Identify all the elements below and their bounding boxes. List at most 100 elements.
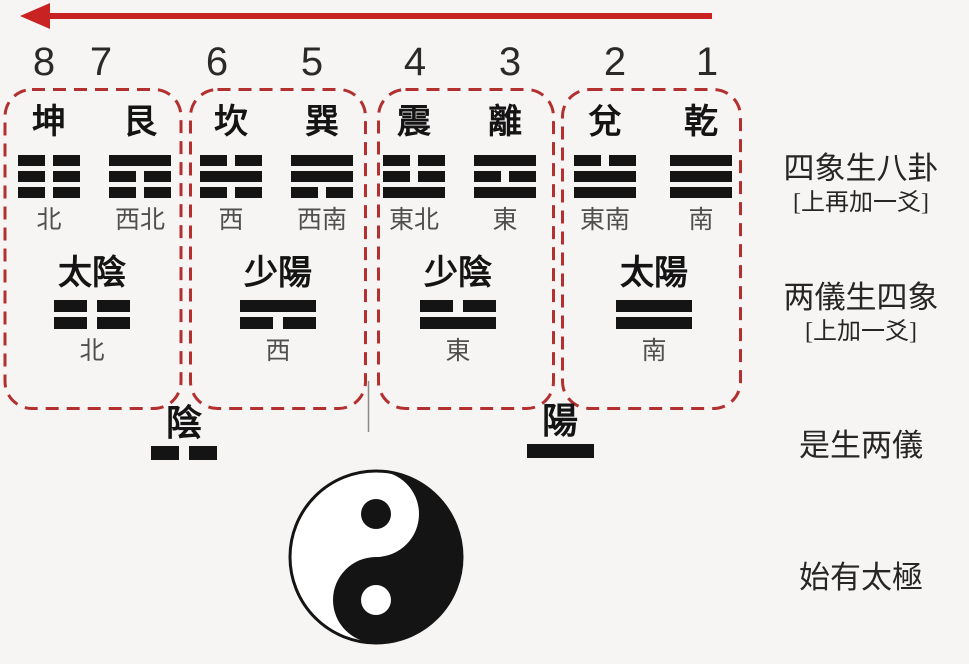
trigram-name: 離: [488, 104, 522, 141]
yin-line: [151, 446, 217, 460]
liangyi-name: 陰: [165, 403, 202, 443]
sequence-number-4: 4: [403, 40, 427, 84]
trigram-lines: [474, 155, 536, 198]
yang-line: [474, 155, 536, 166]
yang-line: [574, 187, 636, 198]
sixiang-lines: [616, 300, 692, 329]
sequence-number-2: 2: [603, 40, 627, 84]
stage-label-liangyi-to-sixiang: 两儀生四象 [上加一爻]: [752, 281, 969, 346]
yin-line-segment: [420, 300, 453, 312]
trigram-direction: 東北: [388, 207, 439, 234]
yang-line: [670, 171, 732, 182]
yin-line: [54, 300, 130, 312]
trigram-name: 坎: [214, 104, 248, 141]
trigram-column-qian: 乾 南: [655, 104, 747, 235]
trigram-column-gen: 艮 西北: [94, 104, 186, 235]
liangyi-yin: 陰: [124, 403, 244, 460]
yin-line-segment: [326, 187, 353, 198]
yin-line-segment: [291, 187, 318, 198]
trigram-direction: 南: [688, 207, 714, 234]
trigram-name: 坤: [32, 104, 66, 141]
stage-label-sixiang-to-bagua: 四象生八卦 [上再加一爻]: [752, 152, 969, 217]
sequence-number-8: 8: [32, 40, 56, 84]
trigram-name: 艮: [123, 104, 157, 141]
trigram-direction: 西南: [296, 207, 347, 234]
yin-line-segment: [97, 300, 130, 312]
sixiang-name: 少陰: [424, 255, 492, 292]
sixiang-column-shaoyang: 少陽 西: [218, 255, 338, 366]
yin-line: [18, 171, 80, 182]
yin-line-segment: [463, 300, 496, 312]
yin-line: [109, 171, 171, 182]
stage-sub-text: [上加一爻]: [805, 319, 917, 345]
sequence-arrow: [20, 3, 712, 29]
yin-line: [383, 155, 445, 166]
stage-main-text: 是生两儀: [799, 428, 923, 463]
yin-line-segment: [144, 171, 171, 182]
yin-line-segment: [97, 317, 130, 329]
trigram-lines: [383, 155, 445, 198]
taiji-black-lobe: [333, 557, 419, 643]
liangyi-yang: 陽: [500, 401, 620, 458]
yin-line-segment: [418, 155, 445, 166]
sixiang-direction: 北: [79, 338, 105, 365]
yin-line: [574, 155, 636, 166]
yin-line: [383, 171, 445, 182]
trigram-column-zhen: 震 東北: [368, 104, 460, 235]
yin-line-segment: [418, 171, 445, 182]
taiji-white-dot: [361, 585, 391, 615]
trigram-lines: [670, 155, 732, 198]
arrow-head-left-icon: [20, 3, 50, 29]
yin-line-segment: [574, 155, 601, 166]
trigram-name: 震: [397, 104, 431, 141]
trigram-direction: 東南: [579, 207, 630, 234]
yin-line-segment: [509, 171, 536, 182]
sequence-number-6: 6: [205, 40, 229, 84]
sixiang-column-taiyang: 太陽 南: [594, 255, 714, 366]
yin-line-segment: [151, 446, 180, 460]
sixiang-lines: [420, 300, 496, 329]
yin-line: [18, 187, 80, 198]
trigram-lines: [109, 155, 171, 198]
sixiang-name: 太陽: [620, 255, 688, 292]
yang-line: [200, 171, 262, 182]
yin-line-segment: [383, 155, 410, 166]
yin-line-segment: [200, 187, 227, 198]
yin-line-segment: [200, 155, 227, 166]
trigram-column-kan: 坎 西: [185, 104, 277, 235]
yin-line-segment: [18, 155, 45, 166]
yin-line: [109, 187, 171, 198]
taiji-black-dot: [361, 499, 391, 529]
yang-line: [420, 317, 496, 329]
sequence-number-7: 7: [89, 40, 113, 84]
trigram-lines: [18, 155, 80, 198]
taiji-symbol: [288, 469, 464, 645]
sequence-number-3: 3: [498, 40, 522, 84]
trigram-column-xun: 巽 西南: [276, 104, 368, 235]
yin-line-segment: [54, 300, 87, 312]
stage-sub-text: [上再加一爻]: [793, 190, 929, 216]
sixiang-column-shaoyin: 少陰 東: [398, 255, 518, 366]
trigram-lines: [200, 155, 262, 198]
yin-line-segment: [53, 187, 80, 198]
trigram-name: 兌: [588, 104, 622, 141]
yin-line-segment: [53, 155, 80, 166]
yang-line: [670, 155, 732, 166]
yin-line-segment: [144, 187, 171, 198]
yin-line-segment: [283, 317, 316, 329]
yin-line-segment: [609, 155, 636, 166]
sequence-number-1: 1: [695, 40, 719, 84]
yin-line-segment: [109, 171, 136, 182]
sixiang-name: 太陰: [58, 255, 126, 292]
liangyi-line: [151, 446, 217, 460]
yin-line: [18, 155, 80, 166]
trigram-lines: [291, 155, 353, 198]
yang-line: [616, 317, 692, 329]
yang-line: [670, 187, 732, 198]
trigram-column-dui: 兌 東南: [559, 104, 651, 235]
yin-line-segment: [18, 171, 45, 182]
yin-line-segment: [474, 171, 501, 182]
sixiang-direction: 西: [265, 338, 291, 365]
trigram-name: 乾: [684, 104, 718, 141]
